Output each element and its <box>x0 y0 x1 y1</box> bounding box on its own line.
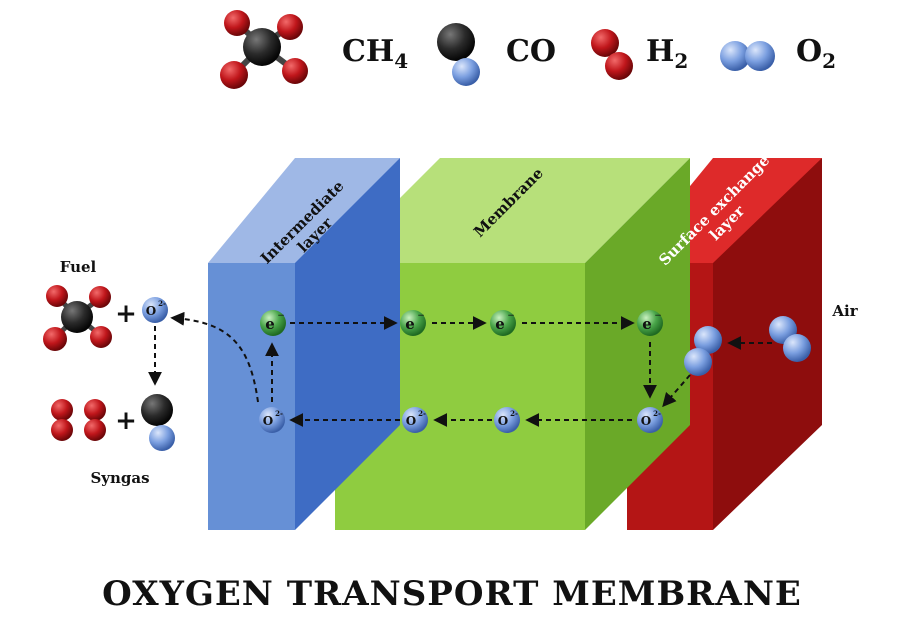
electron-particle: e − <box>490 310 516 336</box>
oxygen-molecule-icon <box>684 326 722 376</box>
methane-molecule-icon <box>43 285 112 351</box>
electron-particle: e − <box>260 310 286 336</box>
oxide-ion-particle: O 2- <box>637 407 663 433</box>
carbon-monoxide-molecule-icon <box>141 394 175 451</box>
oxide-to-fuel-arrow <box>170 311 259 403</box>
electron-particle: e − <box>400 310 426 336</box>
adsorbed-oxygen-arrow <box>662 374 691 408</box>
plus-sign: + <box>115 299 137 329</box>
svg-text:2-: 2- <box>158 299 166 308</box>
hydrogen-molecule-icon <box>591 29 633 80</box>
svg-text:O: O <box>641 414 651 428</box>
intermediate-layer-block <box>208 158 400 530</box>
svg-text:−: − <box>417 311 425 321</box>
plus-sign: + <box>115 406 137 436</box>
svg-text:O: O <box>406 414 416 428</box>
oxide-ion-particle: O 2- <box>494 407 520 433</box>
methane-molecule-icon <box>220 10 308 89</box>
flow-arrows <box>148 311 772 427</box>
svg-text:O: O <box>498 414 508 428</box>
diagram-title: OXYGEN TRANSPORT MEMBRANE <box>102 574 802 614</box>
carbon-monoxide-molecule-icon <box>437 23 480 86</box>
svg-text:O: O <box>146 304 156 318</box>
syngas-label: Syngas <box>90 469 149 487</box>
legend-label-co: CO <box>506 34 557 69</box>
legend-label-h2: H2 <box>646 34 689 73</box>
fuel-label: Fuel <box>60 258 97 276</box>
hydrogen-molecule-icon <box>84 399 106 441</box>
legend-label-ch4: CH4 <box>342 34 409 73</box>
hydrogen-molecule-icon <box>51 399 73 441</box>
svg-text:2-: 2- <box>275 409 283 418</box>
oxide-ion-particle: O 2- <box>259 407 285 433</box>
oxide-ion-particle: O 2- <box>142 297 168 323</box>
electron-particle: e − <box>637 310 663 336</box>
svg-text:e: e <box>265 315 275 333</box>
svg-text:e: e <box>405 315 415 333</box>
oxygen-molecule-icon <box>769 316 811 362</box>
air-label: Air <box>831 302 858 320</box>
svg-text:2-: 2- <box>653 409 661 418</box>
svg-text:O: O <box>263 414 273 428</box>
svg-text:−: − <box>277 311 285 321</box>
svg-text:e: e <box>642 315 652 333</box>
legend-label-o2: O2 <box>796 34 837 73</box>
oxygen-molecule-icon <box>720 41 775 71</box>
svg-text:−: − <box>654 311 662 321</box>
oxide-ion-particle: O 2- <box>402 407 428 433</box>
svg-text:e: e <box>495 315 505 333</box>
svg-text:−: − <box>507 311 515 321</box>
svg-text:2-: 2- <box>418 409 426 418</box>
svg-text:2-: 2- <box>510 409 518 418</box>
